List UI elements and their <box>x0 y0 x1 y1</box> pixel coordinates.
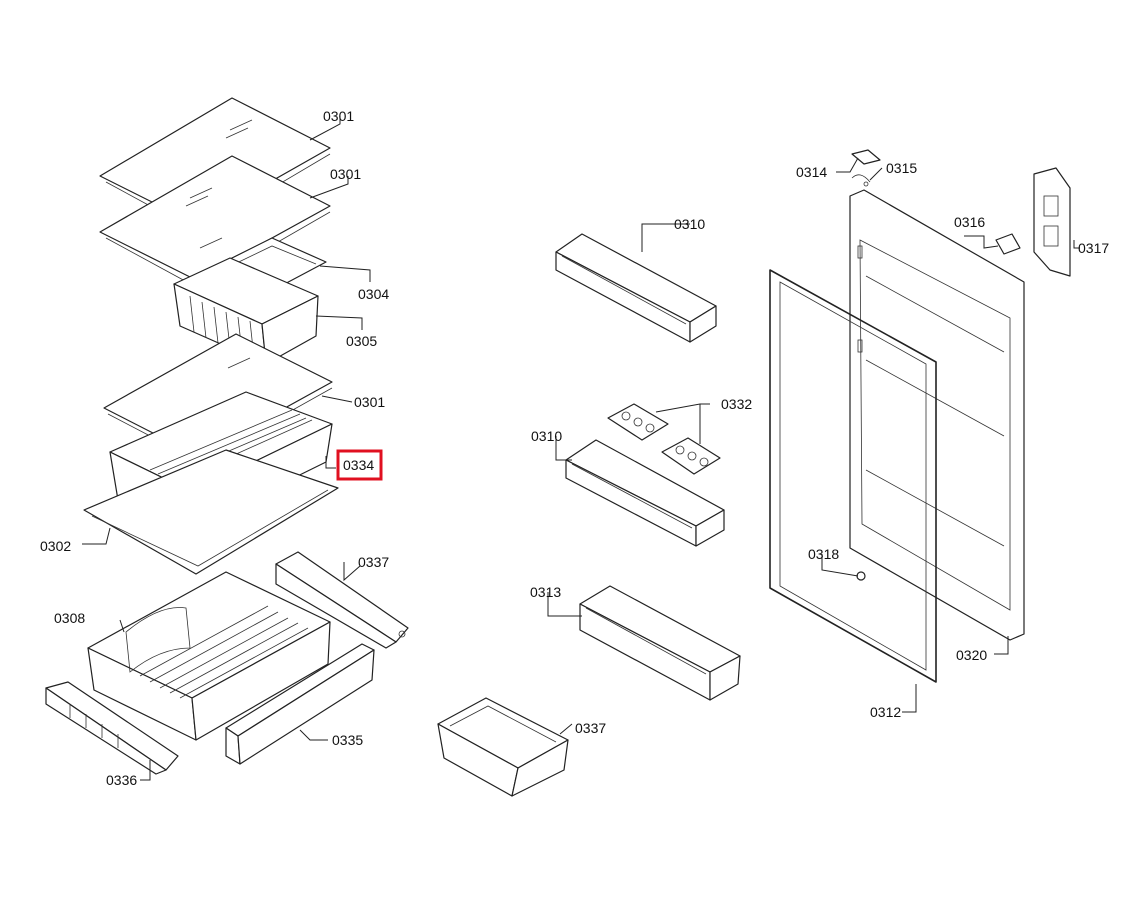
door-shelf-top <box>555 233 717 343</box>
label-hinge[interactable]: 0317 <box>1078 240 1109 256</box>
front-panel <box>225 643 375 765</box>
part-labels: 0301 0301 0304 0305 0301 0334 0302 0308 … <box>40 108 1109 788</box>
label-pin[interactable]: 0318 <box>808 546 839 562</box>
inner-door <box>849 189 1025 641</box>
drawer-rail-right <box>275 551 409 649</box>
crisper-drawer <box>87 571 331 741</box>
label-shelf-bottom[interactable]: 0302 <box>40 538 71 554</box>
egg-tray-upper <box>607 403 669 441</box>
egg-tray-lower <box>661 437 721 475</box>
label-rail-left[interactable]: 0336 <box>106 772 137 788</box>
hinge-bracket <box>1033 167 1071 277</box>
glass-shelf-second <box>99 155 331 289</box>
leader-lines <box>82 116 1080 781</box>
drawer-rail-left <box>45 681 179 775</box>
label-shelf-second[interactable]: 0301 <box>330 166 361 182</box>
cap-0314 <box>851 149 881 165</box>
spring-0315 <box>851 174 871 187</box>
cap-0316 <box>995 233 1021 255</box>
label-gasket[interactable]: 0312 <box>870 704 901 720</box>
label-spring[interactable]: 0315 <box>886 160 917 176</box>
bottom-drawer <box>437 697 569 797</box>
bottom-shelf <box>83 449 339 575</box>
label-crisper[interactable]: 0308 <box>54 610 85 626</box>
label-door-shelf-top[interactable]: 0310 <box>674 216 705 232</box>
door-shelf-mid <box>565 439 725 547</box>
label-rail-right[interactable]: 0337 <box>358 554 389 570</box>
label-front-panel[interactable]: 0335 <box>332 732 363 748</box>
label-cap-b[interactable]: 0316 <box>954 214 985 230</box>
label-box-cover[interactable]: 0304 <box>358 286 389 302</box>
label-small-drawer[interactable]: 0334 <box>343 457 374 473</box>
door-shelf-low <box>579 585 741 701</box>
highlight-box <box>336 449 383 481</box>
label-egg-tray[interactable]: 0332 <box>721 396 752 412</box>
door-gasket <box>769 269 937 683</box>
label-door-inner[interactable]: 0320 <box>956 647 987 663</box>
label-door-shelf-low[interactable]: 0313 <box>530 584 561 600</box>
label-shelf-top[interactable]: 0301 <box>323 108 354 124</box>
label-cap-a[interactable]: 0314 <box>796 164 827 180</box>
label-drawer-bottom[interactable]: 0337 <box>575 720 606 736</box>
pin-0318 <box>856 571 866 581</box>
label-shelf-middle[interactable]: 0301 <box>354 394 385 410</box>
label-door-shelf-mid[interactable]: 0310 <box>531 428 562 444</box>
label-box[interactable]: 0305 <box>346 333 377 349</box>
